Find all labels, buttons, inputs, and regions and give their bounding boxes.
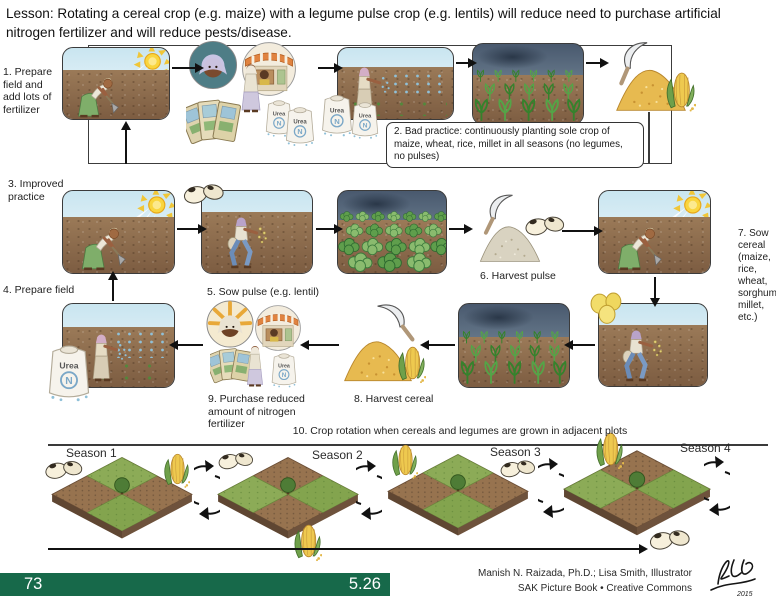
panel-sow-cereal [598, 303, 708, 387]
farmer-sowing-icon [214, 213, 272, 271]
flow-arrow-6-7 [562, 225, 603, 237]
money-bills-icon [186, 99, 242, 145]
panel-prepare-sow-cereal [598, 190, 711, 274]
farmer-digging-icon [616, 226, 663, 271]
credit-line-1: Manish N. Raizada, Ph.D.; Lisa Smith, Il… [478, 568, 692, 579]
step1-label: 1. Prepare field and add lots of fertili… [3, 66, 53, 116]
step7-label: 7. Sow cereal (maize, rice, wheat, sorgh… [738, 228, 776, 323]
panel-prepare-field-improved [62, 190, 175, 274]
urea-bag-icon [351, 102, 379, 140]
customer-icon [246, 344, 264, 387]
flow-arrow-4-5 [586, 57, 609, 69]
maize-field-icon [459, 325, 569, 387]
season4-label: Season 4 [680, 441, 731, 455]
step8-label: 8. Harvest cereal [354, 393, 434, 405]
season-band-rule [48, 444, 768, 446]
sickle-icon [605, 36, 665, 87]
footer-bar: 73 5.26 [0, 573, 390, 596]
panel-maize-crop-improved [458, 303, 570, 388]
step4-label: 4. Prepare field [3, 284, 75, 296]
step9-label: 9. Purchase reduced amount of nitrogen f… [208, 393, 305, 431]
step5-label: 5. Sow pulse (e.g. lentil) [207, 286, 320, 298]
season1-label: Season 1 [66, 446, 117, 460]
purchase-fertilizer-scene [186, 40, 316, 158]
maize-cob-icon [666, 72, 696, 112]
rotation-arrows-icon [538, 457, 564, 519]
step2-label-box: 2. Bad practice: continuously planting s… [386, 122, 644, 169]
flow-arrow-field-6 [449, 223, 473, 235]
farmer-sowing-icon [609, 326, 667, 384]
rotation-arrows-icon [356, 459, 382, 521]
maize-cob-icon [164, 453, 190, 489]
purchase-reduced-fertilizer-scene [206, 296, 306, 392]
flow-arrow-2-3 [318, 62, 343, 74]
step3-label: 3. Improved practice [8, 178, 64, 203]
illustrator-signature: 2015 [710, 559, 756, 598]
lesson-title: Lesson: Rotating a cereal crop (e.g. mai… [6, 6, 721, 41]
loop-connector-line [648, 112, 650, 164]
pulse-field-icon [338, 207, 446, 273]
step10-label: 10. Crop rotation when cereals and legum… [292, 425, 628, 437]
page-number: 73 [24, 575, 43, 593]
flow-arrow-sow-field [564, 339, 595, 351]
flow-arrow-4-5-improved [177, 223, 207, 235]
flow-arrow-10-up [107, 271, 119, 301]
harvest-cereal-scene [604, 42, 700, 118]
farmer-digging-icon [80, 226, 127, 271]
urea-bag-icon [285, 106, 315, 147]
rotation-arrows-icon [704, 455, 730, 517]
maize-seeds-icon [590, 292, 622, 324]
urea-bag-icon [271, 353, 297, 388]
urea-bag-icon [48, 345, 90, 402]
panel-pulse-crop-field [337, 190, 447, 274]
sickle-icon [480, 192, 518, 235]
seasons-timeline-arrow [48, 543, 648, 555]
section-number: 5.26 [348, 575, 381, 593]
season2-label: Season 2 [312, 448, 363, 462]
beans-icon [648, 528, 691, 552]
step6-label: 6. Harvest pulse [480, 270, 556, 282]
maize-cob-icon [294, 524, 322, 562]
flow-arrow-5-field [316, 223, 343, 235]
farmer-portrait-sun-icon [206, 300, 254, 348]
beans-icon [217, 451, 255, 472]
credits: Manish N. Raizada, Ph.D.; Lisa Smith, Il… [420, 566, 692, 596]
maize-cob-icon [392, 444, 418, 480]
season4-plot [563, 450, 711, 536]
flow-arrow-3-4 [456, 57, 477, 69]
panel-maize-monocrop [472, 43, 584, 125]
season3-label: Season 3 [490, 445, 541, 459]
credit-line-2: SAK Picture Book • Creative Commons [517, 583, 692, 594]
flow-arrow-1-2 [172, 62, 204, 74]
flow-arrow-9-10 [169, 339, 203, 351]
lentil-beans-icon [524, 214, 566, 238]
lentil-beans-icon [182, 182, 225, 206]
maize-field-icon [473, 64, 583, 124]
harvest-pulse-scene [466, 192, 566, 264]
loop-return-arrow [120, 121, 132, 164]
panel-prepare-field-bad [62, 47, 170, 120]
urea-bag-icon [321, 94, 353, 138]
panel-sow-pulse [201, 190, 313, 274]
farmer-digging-icon [77, 76, 120, 118]
sickle-icon [366, 297, 422, 346]
flow-arrow-7-down [649, 277, 661, 307]
flow-arrow-field-8 [420, 339, 455, 351]
flow-arrow-8-9 [300, 339, 339, 351]
signature-year: 2015 [736, 591, 753, 598]
